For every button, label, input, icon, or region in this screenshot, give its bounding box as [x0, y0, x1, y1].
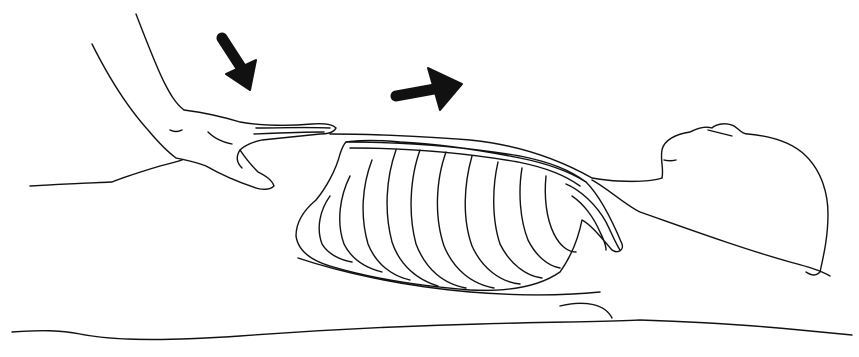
wrist-crease [170, 130, 182, 132]
head-outline [661, 124, 828, 275]
neck-outline [592, 180, 830, 276]
rib [387, 150, 438, 286]
arm-outline-top [136, 14, 184, 110]
clavicle-inner [572, 196, 606, 250]
patient-body [12, 134, 852, 340]
finger-line [254, 132, 324, 134]
rib [520, 168, 560, 268]
arm-outline-bottom [92, 44, 176, 158]
downward-arrow [222, 38, 256, 90]
hand-outline [176, 110, 336, 189]
rescuer-hand [92, 14, 336, 189]
rib [465, 156, 520, 284]
forward-arrow [396, 68, 462, 110]
rib-cage [296, 141, 622, 291]
body-bottom-outline [12, 320, 852, 340]
torso-outline-left [30, 160, 182, 186]
back-contour [298, 258, 600, 295]
abdomen-contour [560, 303, 612, 318]
rib [319, 196, 352, 262]
patient-head [661, 124, 828, 275]
forward-arrow-head [428, 68, 462, 110]
face-detail [708, 130, 732, 136]
rib [494, 162, 542, 278]
mouth-detail [664, 160, 676, 161]
knuckle-line [208, 132, 232, 144]
rib-cage-outline [296, 141, 622, 291]
